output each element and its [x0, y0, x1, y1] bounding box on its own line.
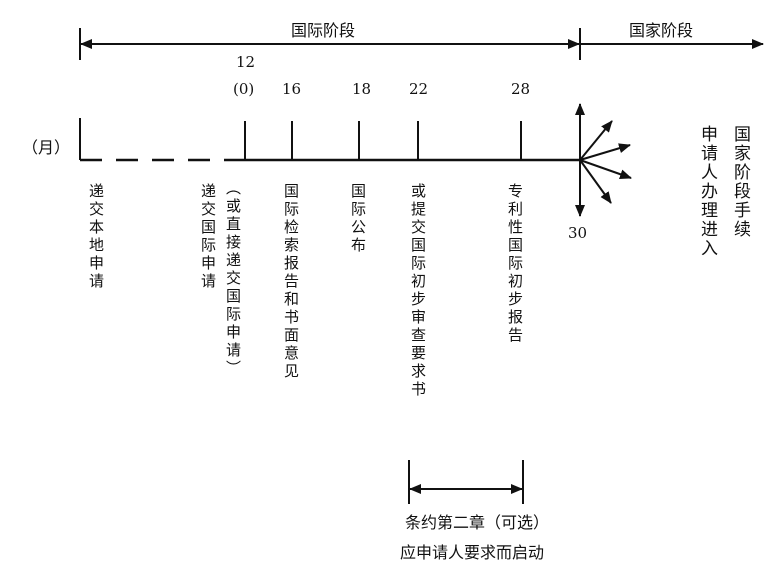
label-national-entry-col2: 申请人办理进入: [697, 125, 717, 258]
axis-unit-label: （月）: [22, 138, 71, 157]
chapter2-caption-line1: 条约第二章（可选）: [405, 513, 550, 532]
tick-label-30: 30: [568, 224, 588, 242]
label-intl-filing: 递交国际申请: [199, 183, 217, 291]
label-direct-filing: （或直接递交国际申请）: [224, 180, 242, 378]
tick-label-22: 22: [409, 80, 429, 98]
national-phase-label: 国家阶段: [629, 21, 694, 40]
label-national-entry-col1: 国家阶段手续: [730, 125, 750, 239]
tick-label-28: 28: [511, 80, 531, 98]
fan-arrow-lower-right: [579, 159, 612, 204]
international-phase-label: 国际阶段: [291, 21, 356, 40]
fan-arrow-upper-right: [579, 120, 613, 161]
label-iper: 专利性国际初步报告: [506, 183, 524, 345]
tick-label-16: 16: [282, 80, 302, 98]
tick-label-12: 12: [236, 53, 256, 71]
label-demand: 或提交国际初步审查要求书: [409, 183, 427, 399]
fan-arrow-right-up: [579, 143, 631, 161]
label-search-report: 国际检索报告和书面意见: [282, 183, 300, 381]
tick-label-18: 18: [352, 80, 372, 98]
tick-label-0: (0): [233, 80, 255, 98]
label-publication: 国际公布: [349, 183, 367, 255]
label-local-filing: 递交本地申请: [87, 183, 105, 291]
chapter2-caption-line2: 应申请人要求而启动: [400, 543, 545, 562]
fan-arrow-right-down: [579, 159, 632, 180]
